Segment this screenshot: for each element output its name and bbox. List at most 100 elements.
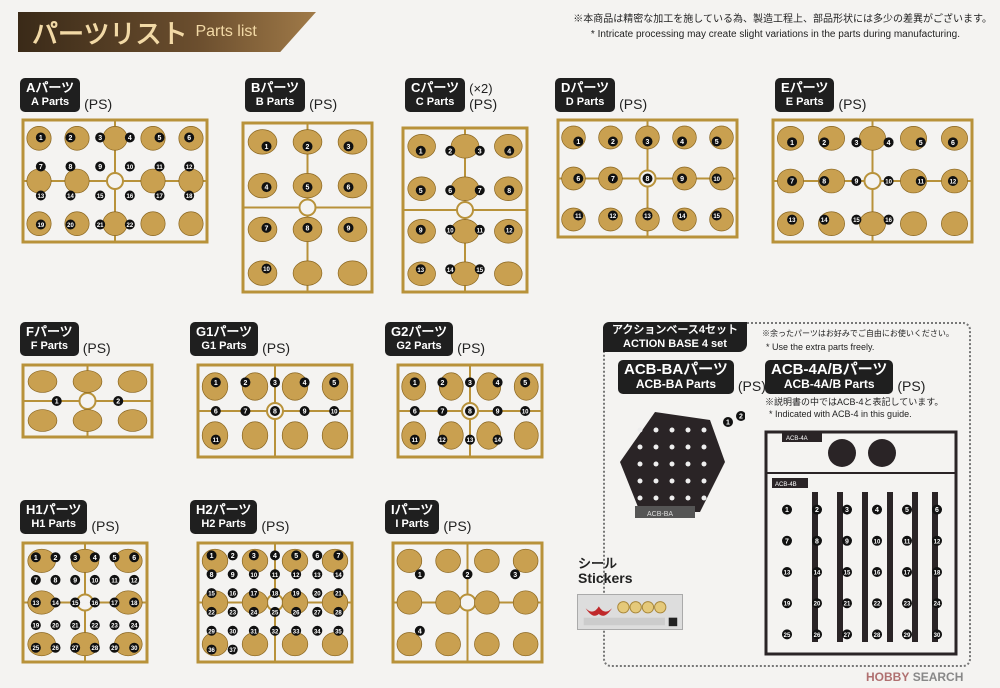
- part-number-marker: [883, 214, 894, 225]
- gold-part: [178, 168, 204, 194]
- part-number: 14: [821, 218, 828, 224]
- gold-part: [818, 168, 845, 194]
- part-number: 20: [814, 602, 821, 608]
- gold-part: [72, 409, 103, 432]
- gold-part: [941, 211, 968, 236]
- part-number: 20: [67, 223, 74, 229]
- part-number-marker: [520, 377, 531, 388]
- part-number: 27: [314, 610, 321, 616]
- acb4-note-jp: ※説明書の中ではACB-4と表記しています。: [765, 397, 944, 407]
- part-number-marker: [851, 214, 862, 225]
- part-number-marker: [510, 569, 521, 580]
- part-number-marker: [184, 132, 195, 143]
- part-number: 13: [784, 571, 791, 577]
- gold-part: [435, 548, 461, 573]
- part-number-marker: [329, 377, 340, 388]
- part-number: 14: [67, 194, 74, 200]
- action-base-title-jp: アクションベース4セット: [611, 324, 739, 336]
- part-number: 2: [231, 553, 235, 560]
- part-number-marker: [782, 567, 792, 577]
- part-number: 9: [231, 572, 235, 579]
- part-number: 16: [126, 194, 133, 200]
- part-number: 37: [229, 648, 236, 654]
- part-number-marker: [437, 377, 448, 388]
- part-number-marker: [504, 224, 515, 235]
- part-number-marker: [474, 264, 485, 275]
- part-number-marker: [711, 136, 722, 147]
- part-number: 13: [417, 268, 424, 274]
- label-jp: G1パーツ: [196, 324, 253, 339]
- part-number-marker: [206, 569, 217, 580]
- gold-part: [450, 176, 480, 201]
- part-number: 20: [52, 624, 59, 630]
- part-number: 19: [37, 223, 44, 229]
- part-number-marker: [291, 569, 302, 580]
- runner-side-info: (×2)(PS): [469, 81, 497, 112]
- part-number-marker: [782, 598, 792, 609]
- action-base-header: アクションベース4セット ACTION BASE 4 set: [603, 322, 747, 352]
- part-number: 6: [448, 188, 452, 195]
- part-number: 21: [844, 602, 851, 608]
- part-number-marker: [270, 606, 280, 617]
- part-number: 4: [273, 553, 277, 560]
- part-number: 4: [875, 507, 879, 514]
- support-arm: [812, 492, 818, 642]
- part-number-marker: [607, 173, 618, 184]
- part-number: 1: [55, 399, 59, 406]
- part-number-marker: [240, 377, 251, 388]
- part-number: 11: [111, 578, 118, 584]
- gold-part: [512, 632, 539, 657]
- part-number-marker: [95, 219, 106, 230]
- label-jp: H2パーツ: [196, 502, 252, 517]
- part-number: 2: [440, 380, 444, 387]
- extra-parts-note-jp: ※余ったパーツはお好みでご自由にお使いください。: [762, 329, 954, 338]
- part-number-marker: [206, 606, 217, 617]
- part-number-marker: [70, 552, 81, 563]
- part-number-marker: [642, 136, 653, 147]
- part-number: 16: [885, 218, 892, 224]
- part-number-marker: [291, 606, 302, 617]
- part-number: 10: [331, 410, 338, 416]
- part-number: 10: [91, 578, 98, 584]
- part-number-marker: [154, 132, 165, 143]
- material: (PS): [457, 340, 486, 356]
- part-number: 36: [208, 648, 215, 654]
- stickers-title: シール Stickers: [578, 556, 632, 586]
- part-number-marker: [409, 434, 420, 445]
- part-number-marker: [872, 535, 882, 546]
- gold-part: [474, 590, 500, 615]
- quantity: (×2): [469, 81, 493, 96]
- part-number-marker: [462, 569, 473, 580]
- runner-side-info: (PS): [619, 96, 647, 112]
- part-number-marker: [206, 550, 217, 561]
- label-en: B Parts: [255, 96, 295, 108]
- part-number-marker: [902, 629, 912, 640]
- label-jp: H1パーツ: [26, 502, 82, 517]
- part-number: 3: [273, 380, 277, 387]
- part-number: 8: [507, 188, 511, 195]
- tag-a: ACB-4A: [786, 436, 808, 442]
- part-number-marker: [677, 173, 688, 184]
- part-number: 21: [97, 223, 104, 229]
- gold-part: [709, 125, 734, 150]
- gold-part: [140, 168, 166, 194]
- action-base-title-en: ACTION BASE 4 set: [623, 338, 727, 350]
- part-number-marker: [270, 569, 280, 580]
- part-number: 14: [447, 268, 454, 274]
- part-number-marker: [851, 137, 862, 148]
- part-number: 10: [447, 228, 454, 234]
- gold-part: [27, 548, 56, 573]
- part-number: 1: [785, 507, 789, 514]
- part-number-marker: [109, 574, 120, 585]
- part-number-marker: [782, 535, 792, 546]
- part-number-marker: [248, 550, 259, 561]
- part-number: 6: [187, 135, 191, 142]
